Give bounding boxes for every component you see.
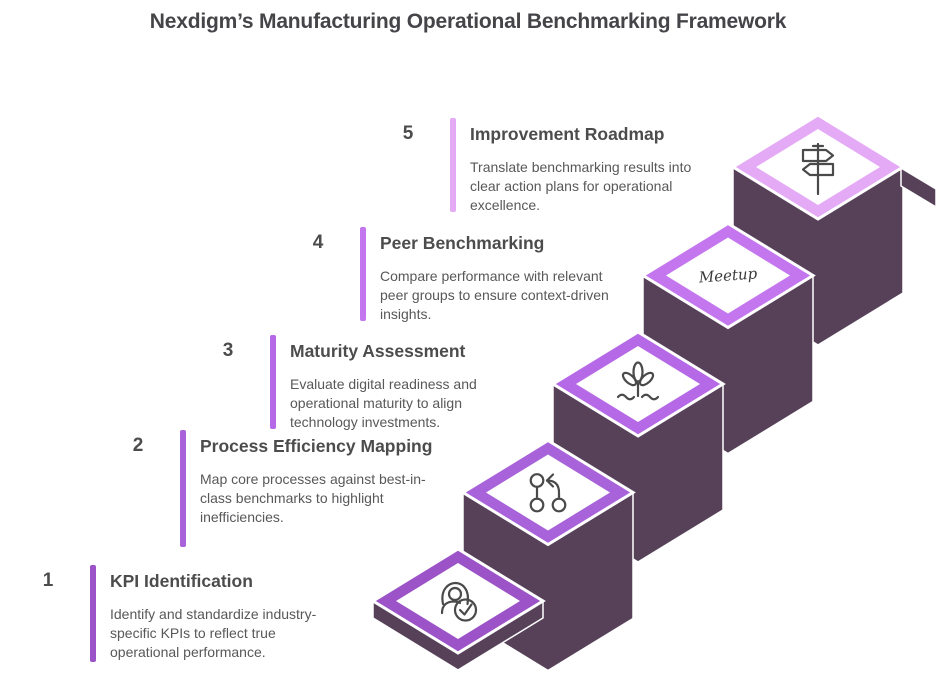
step-title: Peer Benchmarking xyxy=(380,233,545,253)
step-accent-bar xyxy=(270,335,276,429)
step-description: Map core processes against best-in-class… xyxy=(200,471,426,526)
step-text-body: Improvement Roadmap Translate benchmarki… xyxy=(470,124,706,215)
step-title: Maturity Assessment xyxy=(290,341,466,361)
signpost-icon xyxy=(801,142,835,196)
step-accent-bar xyxy=(450,118,456,212)
step-5-diamond xyxy=(730,113,906,221)
step-description: Compare performance with relevant peer g… xyxy=(380,268,609,323)
sprout-icon xyxy=(616,361,660,401)
page-title: Nexdigm’s Manufacturing Operational Benc… xyxy=(149,10,787,33)
step-3-diamond xyxy=(550,330,726,438)
step-text-body: Process Efficiency Mapping Map core proc… xyxy=(200,436,436,527)
stair-top-right-slab xyxy=(900,166,936,208)
step-text-body: KPI Identification Identify and standard… xyxy=(110,571,346,662)
step-2-diamond-face xyxy=(486,454,610,531)
step-number: 2 xyxy=(132,435,144,456)
step-text-body: Peer Benchmarking Compare performance wi… xyxy=(380,233,616,324)
step-accent-bar xyxy=(90,565,96,662)
step-description: Evaluate digital readiness and operation… xyxy=(290,376,477,431)
step-title: Improvement Roadmap xyxy=(470,124,665,144)
step-number: 3 xyxy=(222,340,234,361)
step-accent-bar xyxy=(360,227,366,321)
step-2-diamond xyxy=(460,438,636,547)
step-number: 5 xyxy=(402,123,414,144)
git-flow-icon xyxy=(529,473,567,513)
step-number: 1 xyxy=(42,570,54,591)
step-description: Translate benchmarking results into clea… xyxy=(470,159,692,214)
meetup-logo: Meetup xyxy=(697,264,758,286)
step-accent-bar xyxy=(180,430,186,547)
step-title: Process Efficiency Mapping xyxy=(200,436,433,456)
user-check-icon xyxy=(440,581,478,622)
meetup-logo-text: Meetup xyxy=(697,264,758,286)
step-number: 4 xyxy=(312,232,324,253)
step-title: KPI Identification xyxy=(110,571,253,591)
step-text-body: Maturity Assessment Evaluate digital rea… xyxy=(290,341,526,432)
step-4-diamond-face xyxy=(666,237,790,314)
step-description: Identify and standardize industry-specif… xyxy=(110,606,317,661)
step-1-diamond xyxy=(370,547,546,655)
step-4-diamond: Meetup xyxy=(640,221,816,330)
